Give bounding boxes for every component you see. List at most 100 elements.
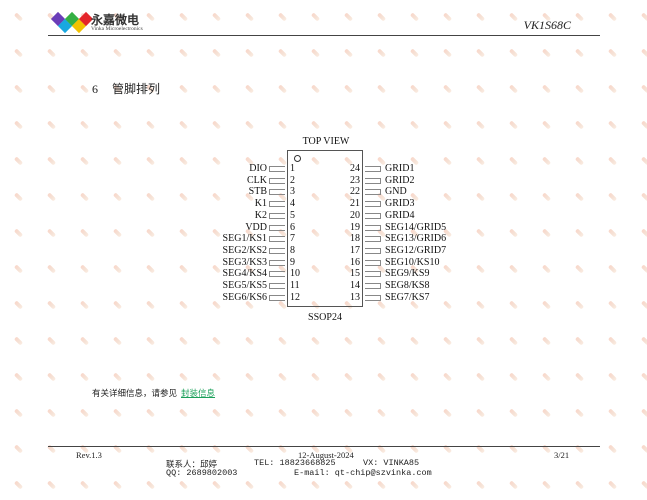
watermark-mark	[13, 444, 24, 454]
pin-name: SEG6/KS6	[222, 291, 267, 303]
watermark-mark	[244, 480, 255, 490]
watermark-mark	[145, 372, 156, 382]
pin-name: CLK	[247, 174, 267, 186]
watermark-mark	[607, 264, 618, 274]
watermark-mark	[574, 408, 585, 418]
watermark-mark	[640, 120, 647, 130]
watermark-mark	[640, 372, 647, 382]
watermark-mark	[13, 84, 24, 94]
package-info-link[interactable]: 封装信息	[181, 389, 216, 399]
watermark-mark	[13, 192, 24, 202]
pin-number: 5	[290, 209, 295, 221]
watermark-mark	[442, 336, 453, 346]
logo-name-en: Vinka Microelectronics	[91, 26, 143, 32]
pin-name: K2	[254, 209, 267, 221]
pin-row-left: K2 5	[150, 209, 295, 222]
watermark-mark	[409, 12, 420, 22]
watermark-mark	[277, 12, 288, 22]
watermark-mark	[46, 336, 57, 346]
pin-stub	[365, 283, 381, 289]
watermark-mark	[244, 84, 255, 94]
watermark-mark	[508, 12, 519, 22]
watermark-mark	[13, 156, 24, 166]
revision: Rev.1.3	[76, 450, 102, 460]
watermark-mark	[574, 480, 585, 490]
pin-number: 19	[350, 221, 360, 233]
watermark-mark	[112, 372, 123, 382]
pin-number: 7	[290, 233, 295, 245]
watermark-mark	[310, 372, 321, 382]
watermark-mark	[607, 120, 618, 130]
pin-stub	[269, 177, 285, 184]
watermark-mark	[574, 192, 585, 202]
pin-stub	[269, 247, 285, 254]
page-number: 3/21	[554, 450, 570, 460]
pin-name: SEG12/GRID7	[385, 244, 447, 256]
pin-name: GRID4	[385, 209, 415, 221]
watermark-mark	[343, 12, 354, 22]
pin-stub	[365, 224, 381, 231]
watermark-mark	[409, 84, 420, 94]
watermark-mark	[343, 120, 354, 130]
watermark-mark	[211, 480, 222, 490]
watermark-mark	[13, 12, 24, 22]
watermark-mark	[475, 336, 486, 346]
watermark-mark	[640, 192, 647, 202]
contact-person: 联系人：邱婷	[166, 460, 218, 470]
watermark-mark	[145, 480, 156, 490]
pin-number: 3	[290, 186, 295, 198]
watermark-mark	[376, 120, 387, 130]
watermark-mark	[310, 12, 321, 22]
watermark-mark	[46, 228, 57, 238]
watermark-mark	[640, 12, 647, 22]
watermark-mark	[79, 372, 90, 382]
document-title: VK1S68C	[523, 18, 571, 32]
watermark-mark	[46, 408, 57, 418]
watermark-mark	[508, 120, 519, 130]
pin-number: 24	[350, 163, 360, 174]
watermark-mark	[343, 84, 354, 94]
watermark-mark	[640, 444, 647, 454]
watermark-mark	[541, 300, 552, 310]
watermark-mark	[112, 264, 123, 274]
watermark-mark	[574, 120, 585, 130]
watermark-mark	[46, 480, 57, 490]
watermark-mark	[409, 480, 420, 490]
watermark-mark	[112, 480, 123, 490]
watermark-mark	[79, 156, 90, 166]
pin-stub	[365, 177, 381, 184]
watermark-mark	[607, 192, 618, 202]
pin-name: DIO	[249, 163, 267, 174]
pin-number: 20	[350, 209, 360, 221]
watermark-mark	[310, 48, 321, 58]
watermark-mark	[376, 372, 387, 382]
watermark-mark	[79, 192, 90, 202]
section-number: 6	[92, 82, 98, 96]
watermark-mark	[607, 84, 618, 94]
watermark-mark	[442, 480, 453, 490]
watermark-mark	[541, 156, 552, 166]
watermark-mark	[211, 84, 222, 94]
watermark-mark	[574, 372, 585, 382]
pin-stub	[269, 166, 285, 172]
pin-row-right: 20 GRID4	[345, 210, 505, 222]
watermark-mark	[343, 408, 354, 418]
pin-number: 16	[350, 256, 360, 268]
watermark-mark	[145, 48, 156, 58]
watermark-mark	[475, 84, 486, 94]
watermark-mark	[541, 84, 552, 94]
pin-stub	[365, 189, 381, 196]
watermark-mark	[508, 480, 519, 490]
watermark-mark	[178, 372, 189, 382]
package-label: SSOP24	[308, 312, 342, 323]
watermark-mark	[13, 408, 24, 418]
watermark-mark	[574, 264, 585, 274]
watermark-mark	[13, 48, 24, 58]
watermark-mark	[475, 48, 486, 58]
